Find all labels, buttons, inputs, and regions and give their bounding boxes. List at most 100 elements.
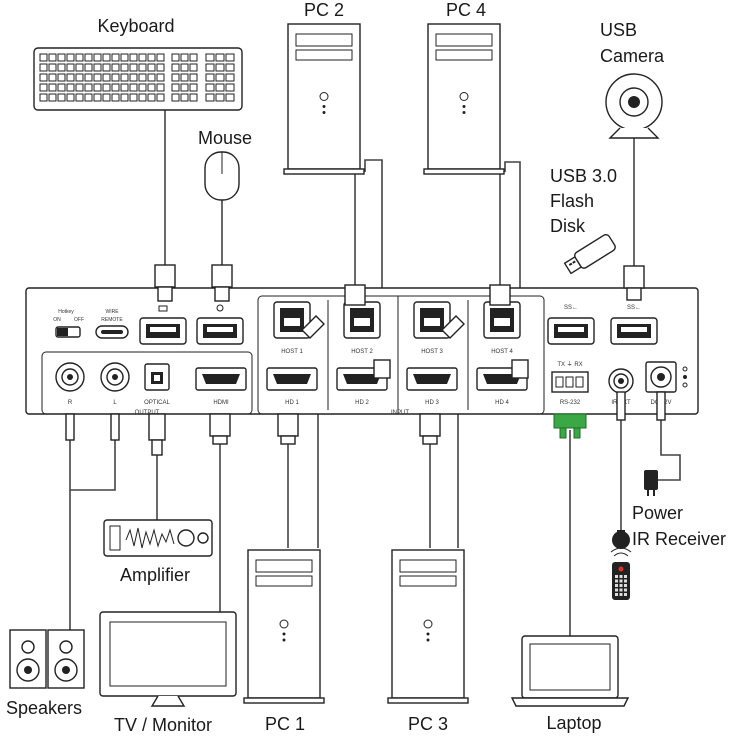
pc-power-button	[459, 92, 469, 101]
keyboard-key	[189, 73, 198, 82]
usb-flash-label-2: Flash	[550, 191, 594, 211]
keyboard-key	[171, 53, 180, 62]
pc1-label: PC 1	[265, 714, 305, 734]
keyboard-key	[129, 53, 138, 62]
keyboard-key	[180, 93, 189, 102]
keyboard-key	[111, 53, 120, 62]
power-cable	[658, 420, 681, 481]
pc-drive-bay	[295, 33, 353, 47]
keyboard-key	[111, 73, 120, 82]
pc-base	[387, 697, 469, 704]
keyboard-key	[66, 83, 75, 92]
pc2-hdmi-cable	[364, 159, 383, 368]
remote-key	[619, 575, 623, 578]
keyboard-key	[205, 73, 215, 82]
pc-base	[243, 697, 325, 704]
keyboard-key	[189, 53, 198, 62]
pc-led	[282, 638, 286, 642]
power-adapter-device: Power	[632, 470, 683, 523]
keyboard-key	[147, 53, 156, 62]
remote-key	[624, 588, 627, 592]
input-label: INPUT	[391, 410, 409, 416]
keyboard-key	[39, 93, 48, 102]
keyboard-key	[48, 93, 57, 102]
pc-led	[426, 632, 430, 636]
keyboard-key	[84, 93, 93, 102]
host-port-label-2: HOST 2	[351, 349, 373, 355]
keyboard-usb-port[interactable]	[139, 317, 187, 345]
keyboard-key	[84, 83, 93, 92]
pc-drive-bay	[399, 559, 457, 573]
keyboard-key	[138, 63, 147, 72]
remote-key	[615, 575, 618, 578]
keyboard-key	[138, 53, 147, 62]
keyboard-key	[205, 53, 215, 62]
usb3-port-1[interactable]	[547, 317, 595, 345]
pc4-hdmi-cable	[504, 161, 521, 368]
keyboard-key	[147, 83, 156, 92]
mouse-usb-port[interactable]	[196, 317, 244, 345]
hd-input-port-1[interactable]	[266, 367, 318, 391]
usb-flash-label-3: Disk	[550, 216, 586, 236]
keyboard-key	[120, 63, 129, 72]
dc12v-port[interactable]	[645, 361, 677, 393]
keyboard-key	[129, 73, 138, 82]
keyboard-key	[171, 93, 180, 102]
keyboard-key	[171, 73, 180, 82]
host-usb-port-4[interactable]	[483, 301, 521, 339]
ir-receiver-device: IR Receiver	[612, 529, 726, 549]
usb-camera-label-1: USB	[600, 20, 637, 40]
keyboard-key	[138, 93, 147, 102]
hdmi-output-label: HDMI	[213, 400, 229, 406]
ir-remote-control	[610, 547, 632, 600]
remote-key	[624, 593, 627, 596]
pc-led	[426, 638, 430, 642]
audio-l-port[interactable]	[100, 362, 130, 392]
power-label: Power	[632, 503, 683, 523]
ir-ext-port[interactable]	[608, 368, 634, 394]
hdmi-output-port[interactable]	[195, 367, 247, 391]
usb-flash-disk-device: USB 3.0 Flash Disk	[550, 166, 617, 275]
remote-key	[615, 579, 618, 583]
mouse-port-icon	[216, 304, 224, 312]
usb-camera-device: USB Camera	[600, 20, 665, 139]
keyboard-label: Keyboard	[97, 16, 174, 36]
keyboard-key	[102, 63, 111, 72]
hd-input-port-3[interactable]	[406, 367, 458, 391]
keyboard-key	[156, 63, 165, 72]
pc3-tower	[387, 549, 469, 704]
keyboard-key	[39, 53, 48, 62]
keyboard-key	[225, 83, 235, 92]
keyboard-key	[147, 93, 156, 102]
keyboard-key	[84, 73, 93, 82]
tv-monitor-label: TV / Monitor	[114, 715, 212, 735]
rs232-pins-label: TX ⏚ RX	[557, 361, 582, 368]
wire-remote-label-2: REMOTE	[101, 317, 123, 323]
hd-input-label-1: HD 1	[285, 400, 299, 406]
pc-power-button	[319, 92, 329, 101]
keyboard-key	[75, 93, 84, 102]
keyboard-key	[75, 83, 84, 92]
keyboard-key	[129, 93, 138, 102]
keyboard-keys	[39, 53, 235, 102]
usb3-icon-2: SS←	[627, 305, 641, 311]
host-usb-port-3[interactable]	[413, 301, 451, 339]
keyboard-key	[189, 63, 198, 72]
keyboard-key	[111, 83, 120, 92]
host-usb-port-1[interactable]	[273, 301, 311, 339]
usb3-port-2[interactable]	[610, 317, 658, 345]
keyboard-key	[156, 93, 165, 102]
keyboard-key	[102, 73, 111, 82]
rs232-label: RS-232	[560, 400, 581, 406]
pc-base	[423, 168, 505, 175]
optical-port[interactable]	[144, 363, 170, 391]
pc2-tower	[283, 23, 365, 175]
speakers-label: Speakers	[6, 698, 82, 718]
mouse-device: Mouse	[198, 128, 252, 201]
audio-r-port[interactable]	[55, 362, 85, 392]
host-usb-port-2[interactable]	[343, 301, 381, 339]
pc-drive-bay	[295, 49, 353, 61]
tv-monitor-device: TV / Monitor	[99, 611, 237, 735]
keyboard-key	[48, 73, 57, 82]
rs232-port[interactable]	[551, 371, 589, 393]
